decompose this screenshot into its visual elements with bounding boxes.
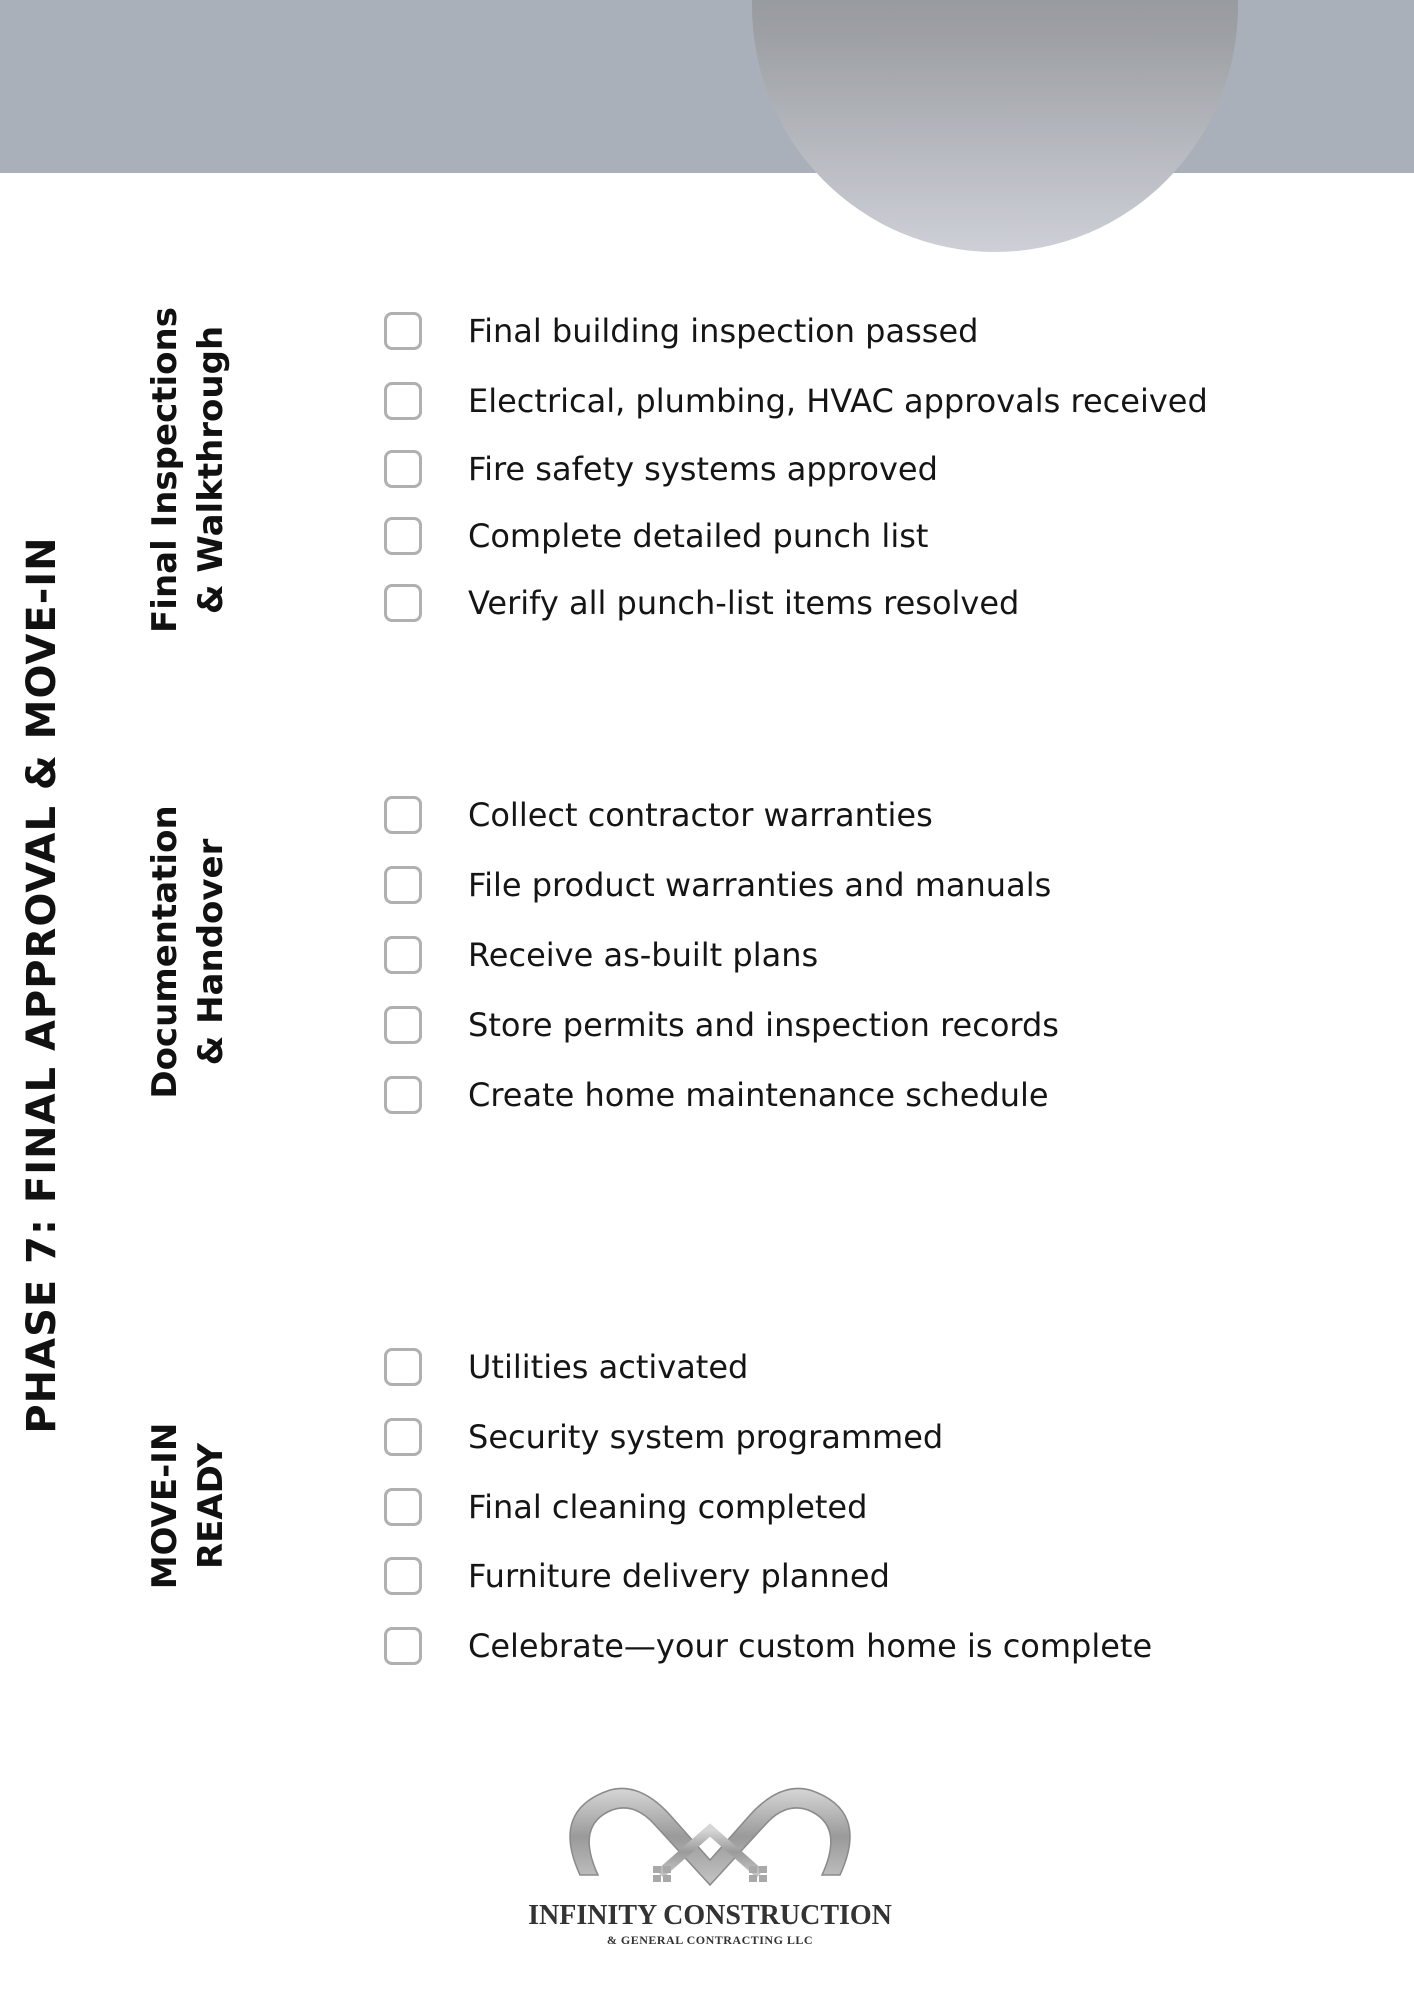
- checkbox[interactable]: [384, 1006, 422, 1044]
- logo-company-subtitle: & GENERAL CONTRACTING LLC: [606, 1933, 814, 1947]
- checkbox[interactable]: [384, 796, 422, 834]
- checkbox[interactable]: [384, 1627, 422, 1665]
- checklist-item-label: Security system programmed: [468, 1418, 944, 1456]
- section-title-line: MOVE-IN: [145, 1422, 185, 1590]
- checklist-item-label: Store permits and inspection records: [468, 1006, 1059, 1044]
- checklist-item[interactable]: Collect contractor warranties: [384, 793, 1284, 837]
- checklist-item[interactable]: Celebrate—your custom home is complete: [384, 1624, 1284, 1668]
- checkbox[interactable]: [384, 1076, 422, 1114]
- decorative-circle: [752, 0, 1238, 252]
- section-title-line: READY: [191, 1442, 231, 1570]
- checklist-item[interactable]: Receive as-built plans: [384, 933, 1284, 977]
- checklist-item-label: Collect contractor warranties: [468, 796, 933, 834]
- company-logo: INFINITY CONSTRUCTION & GENERAL CONTRACT…: [510, 1770, 910, 1947]
- checklist-item-label: Electrical, plumbing, HVAC approvals rec…: [468, 382, 1208, 420]
- checkbox[interactable]: [384, 936, 422, 974]
- checkbox[interactable]: [384, 1488, 422, 1526]
- phase-title: PHASE 7: FINAL APPROVAL & MOVE-IN: [19, 536, 65, 1434]
- logo-mark-icon: [569, 1787, 851, 1887]
- checklist-item-label: Furniture delivery planned: [468, 1557, 890, 1595]
- section-title-move-in-ready: MOVE-IN READY: [142, 1423, 234, 1590]
- checkbox[interactable]: [384, 584, 422, 622]
- checklist-item-label: File product warranties and manuals: [468, 866, 1052, 904]
- checklist-item[interactable]: File product warranties and manuals: [384, 863, 1284, 907]
- checkbox[interactable]: [384, 450, 422, 488]
- checklist-item-label: Complete detailed punch list: [468, 517, 929, 555]
- checklist-item-label: Fire safety systems approved: [468, 450, 938, 488]
- checkbox[interactable]: [384, 312, 422, 350]
- checkbox[interactable]: [384, 866, 422, 904]
- checklist-item-label: Final building inspection passed: [468, 312, 979, 350]
- section-title-line: Final Inspections: [145, 307, 185, 633]
- section-title-final-inspections: Final Inspections & Walkthrough: [142, 307, 234, 633]
- checklist-item-label: Final cleaning completed: [468, 1488, 868, 1526]
- checklist-item-label: Create home maintenance schedule: [468, 1076, 1049, 1114]
- checklist-item[interactable]: Store permits and inspection records: [384, 1003, 1284, 1047]
- section-title-line: Documentation: [145, 805, 185, 1099]
- checklist-item[interactable]: Final cleaning completed: [384, 1485, 1284, 1529]
- checklist-item[interactable]: Furniture delivery planned: [384, 1554, 1284, 1598]
- checklist-item[interactable]: Complete detailed punch list: [384, 514, 1284, 558]
- checklist-item[interactable]: Utilities activated: [384, 1345, 1284, 1389]
- checkbox[interactable]: [384, 1557, 422, 1595]
- checklist-item-label: Receive as-built plans: [468, 936, 819, 974]
- checkbox[interactable]: [384, 1418, 422, 1456]
- checklist-item[interactable]: Final building inspection passed: [384, 309, 1284, 353]
- section-title-line: & Walkthrough: [191, 325, 231, 615]
- checklist-item[interactable]: Create home maintenance schedule: [384, 1073, 1284, 1117]
- checkbox[interactable]: [384, 1348, 422, 1386]
- checklist-item-label: Verify all punch-list items resolved: [468, 584, 1020, 622]
- checklist-item-label: Celebrate—your custom home is complete: [468, 1627, 1153, 1665]
- checklist-item[interactable]: Electrical, plumbing, HVAC approvals rec…: [384, 379, 1284, 423]
- section-title-line: & Handover: [191, 838, 231, 1066]
- checklist-item[interactable]: Fire safety systems approved: [384, 447, 1284, 491]
- checklist-item[interactable]: Security system programmed: [384, 1415, 1284, 1459]
- checklist-item[interactable]: Verify all punch-list items resolved: [384, 581, 1284, 625]
- checkbox[interactable]: [384, 382, 422, 420]
- logo-company-name: INFINITY CONSTRUCTION: [528, 1900, 892, 1931]
- section-title-documentation: Documentation & Handover: [142, 805, 234, 1098]
- checklist-item-label: Utilities activated: [468, 1348, 749, 1386]
- checkbox[interactable]: [384, 517, 422, 555]
